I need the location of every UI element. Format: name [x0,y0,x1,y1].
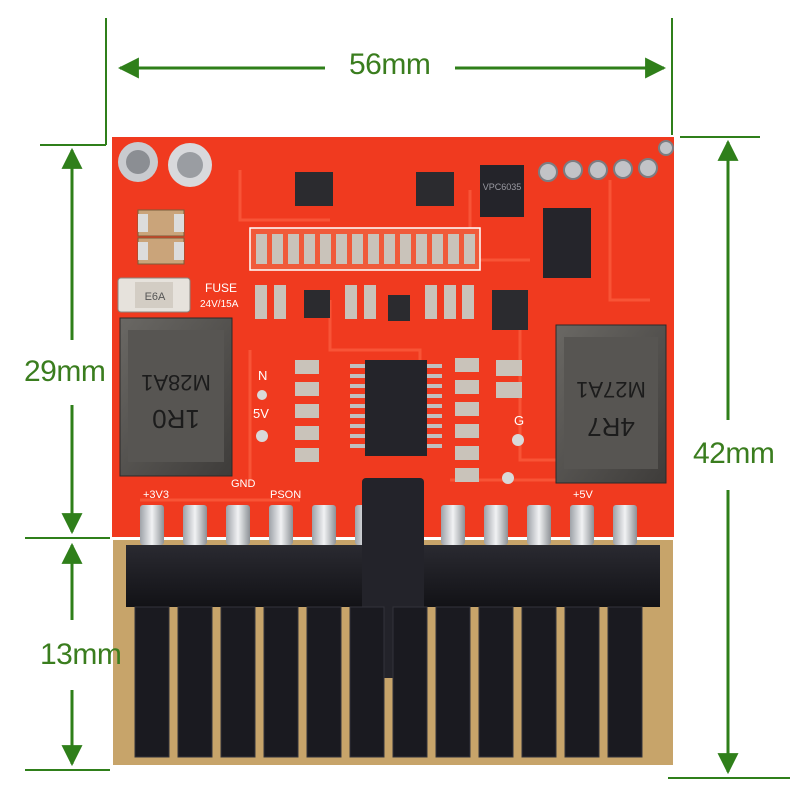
inductor-left: M28A1 1R0 [119,317,233,477]
inductor-right-code-2: 4R7 [587,412,635,442]
silk-gnd: GND [231,478,256,490]
resistor-array [249,227,481,319]
inductor-left-code-2: 1R0 [152,404,200,434]
silk-g: G [514,413,524,428]
mounting-screws [118,142,212,187]
fuse-rating: 24V/15A [200,299,239,310]
connector-height-label: 13mm [40,638,122,671]
solder-pads [140,505,637,545]
silk-n: N [258,368,267,383]
pcb-height-label: 29mm [24,355,106,388]
ic-top-label: VPC6035 [483,182,522,192]
atx-connector [126,478,660,758]
resistor-columns [295,358,522,482]
silk-5v: 5V [253,406,269,421]
ic-chips-top: VPC6035 [295,165,591,330]
fuse-label: FUSE [205,281,237,295]
silkscreen: N 5V G +3V3 GND PSON +5V [143,368,594,501]
capacitor-stack [137,209,185,265]
width-label: 56mm [349,48,431,81]
inductor-right: M27A1 4R7 [555,324,667,484]
fuse: E6A FUSE 24V/15A [117,277,239,313]
inductor-left-code-1: M28A1 [141,370,211,395]
inductor-right-code-1: M27A1 [576,377,646,402]
controller-ic [350,360,442,456]
dimension-guides [25,18,790,779]
silk-3v3: +3V3 [143,489,169,501]
header-pins [538,140,674,182]
pcb-board: E6A FUSE 24V/15A VPC6035 [112,137,674,545]
fuse-code: E6A [145,291,166,303]
total-height-label: 42mm [693,437,775,470]
silk-pson: PSON [270,489,301,501]
silk-5v-out: +5V [573,489,594,501]
